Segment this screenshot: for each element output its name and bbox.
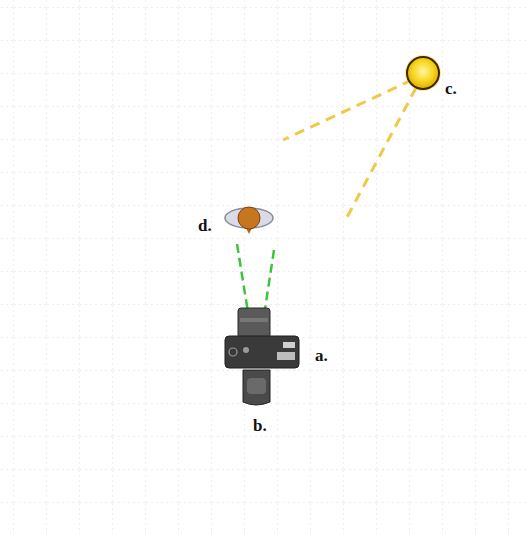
subject-person — [225, 207, 273, 234]
callout-letter: d. — [198, 217, 212, 234]
callout-letter: a. — [315, 347, 328, 364]
callout-letter: b. — [253, 417, 267, 434]
sun-light — [405, 55, 441, 91]
light-beams — [283, 80, 416, 221]
camera — [225, 308, 299, 405]
callout-letter: c. — [445, 80, 457, 97]
